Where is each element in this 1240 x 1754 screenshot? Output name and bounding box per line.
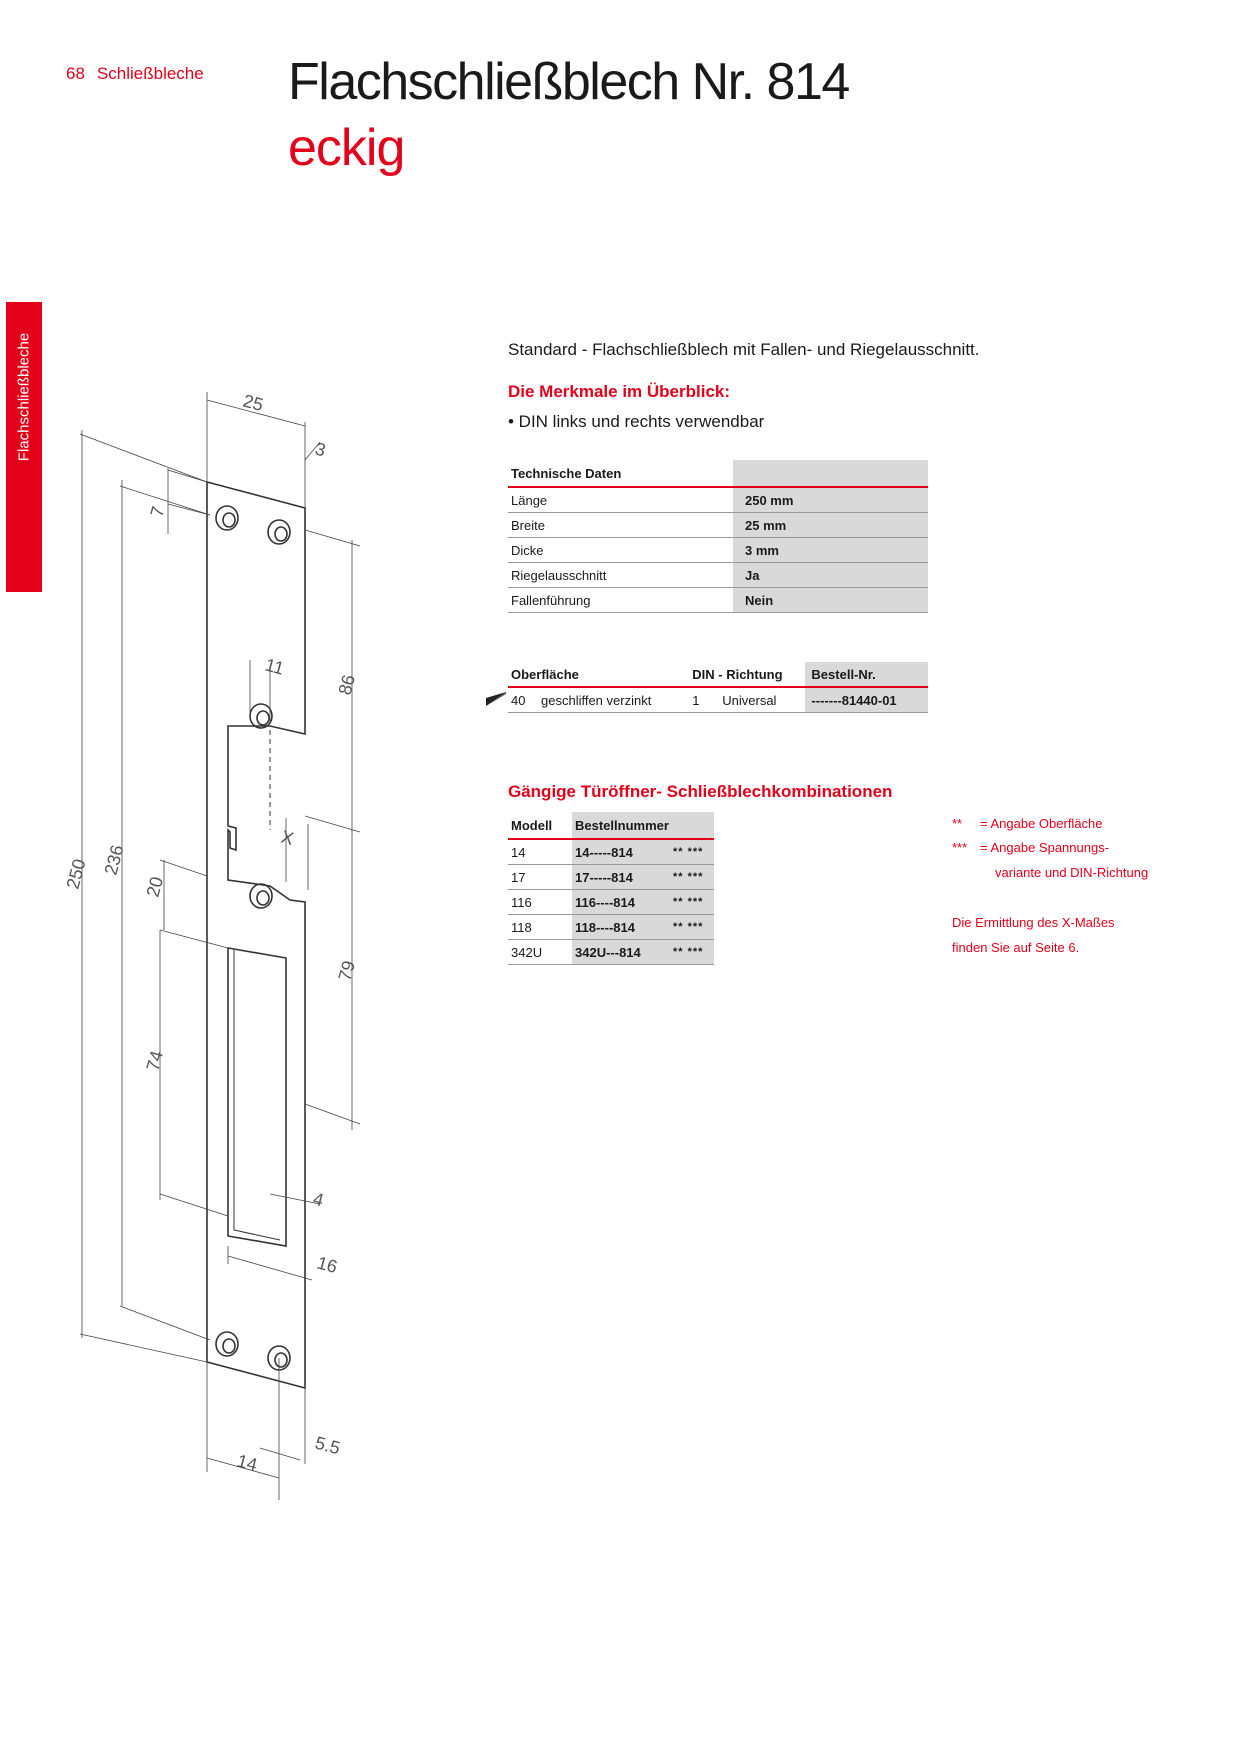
dim-5-5: 5.5 xyxy=(313,1433,342,1459)
dim-236: 236 xyxy=(101,843,128,877)
dim-16: 16 xyxy=(315,1253,340,1278)
col-model: Modell xyxy=(508,812,572,840)
side-tab-label: Flachschließbleche xyxy=(15,332,33,462)
dim-79: 79 xyxy=(335,959,360,984)
intro-text: Standard - Flachschließblech mit Fallen-… xyxy=(508,340,980,359)
dim-x: X xyxy=(279,827,296,849)
surface-table: Oberfläche DIN - Richtung Bestell-Nr. 40… xyxy=(508,662,928,713)
section-name: Schließbleche xyxy=(96,64,204,83)
tech-heading: Technische Daten xyxy=(508,460,733,488)
page-number: 68 xyxy=(66,64,85,83)
page-header: 68 Schließbleche xyxy=(66,64,216,84)
dim-250: 250 xyxy=(63,857,90,891)
legend-line-1: **= Angabe Oberfläche xyxy=(952,816,1103,831)
x-note-1: Die Ermittlung des X-Maßes xyxy=(952,915,1115,930)
page-subtitle: eckig xyxy=(288,119,405,177)
col-din: DIN - Richtung xyxy=(689,662,806,688)
col-order-number: Bestellnummer xyxy=(572,812,714,840)
table-row: 40 geschliffen verzinkt 1 Universal ----… xyxy=(508,687,928,713)
dim-20: 20 xyxy=(143,875,168,900)
feature-item: • DIN links und rechts verwendbar xyxy=(508,412,765,431)
dim-86: 86 xyxy=(335,673,360,698)
combos-heading: Gängige Türöffner- Schließblechkombinati… xyxy=(508,782,893,801)
rect-cutout xyxy=(227,947,287,1247)
dim-11: 11 xyxy=(263,655,286,679)
col-order: Bestell-Nr. xyxy=(805,662,928,688)
dim-4: 4 xyxy=(311,1189,326,1211)
legend-line-2: ***= Angabe Spannungs- xyxy=(952,840,1110,855)
dim-3: 3 xyxy=(313,439,328,461)
page-title: Flachschließblech Nr. 814 xyxy=(288,53,850,111)
x-note-2: finden Sie auf Seite 6. xyxy=(952,940,1080,955)
dim-74: 74 xyxy=(143,1049,168,1074)
dim-25: 25 xyxy=(241,391,266,416)
dim-7: 7 xyxy=(147,504,169,519)
legend-line-3: variante und DIN-Richtung xyxy=(995,865,1149,880)
surface-swatch-icon xyxy=(486,692,506,706)
features-heading: Die Merkmale im Überblick: xyxy=(508,382,731,401)
side-tab[interactable]: Flachschließbleche xyxy=(6,302,42,592)
plate-outline xyxy=(206,480,306,1390)
col-surface: Oberfläche xyxy=(508,662,690,688)
technical-drawing: 25 3 7 86 11 250 236 20 X 79 74 4 16 14 … xyxy=(63,391,361,1500)
